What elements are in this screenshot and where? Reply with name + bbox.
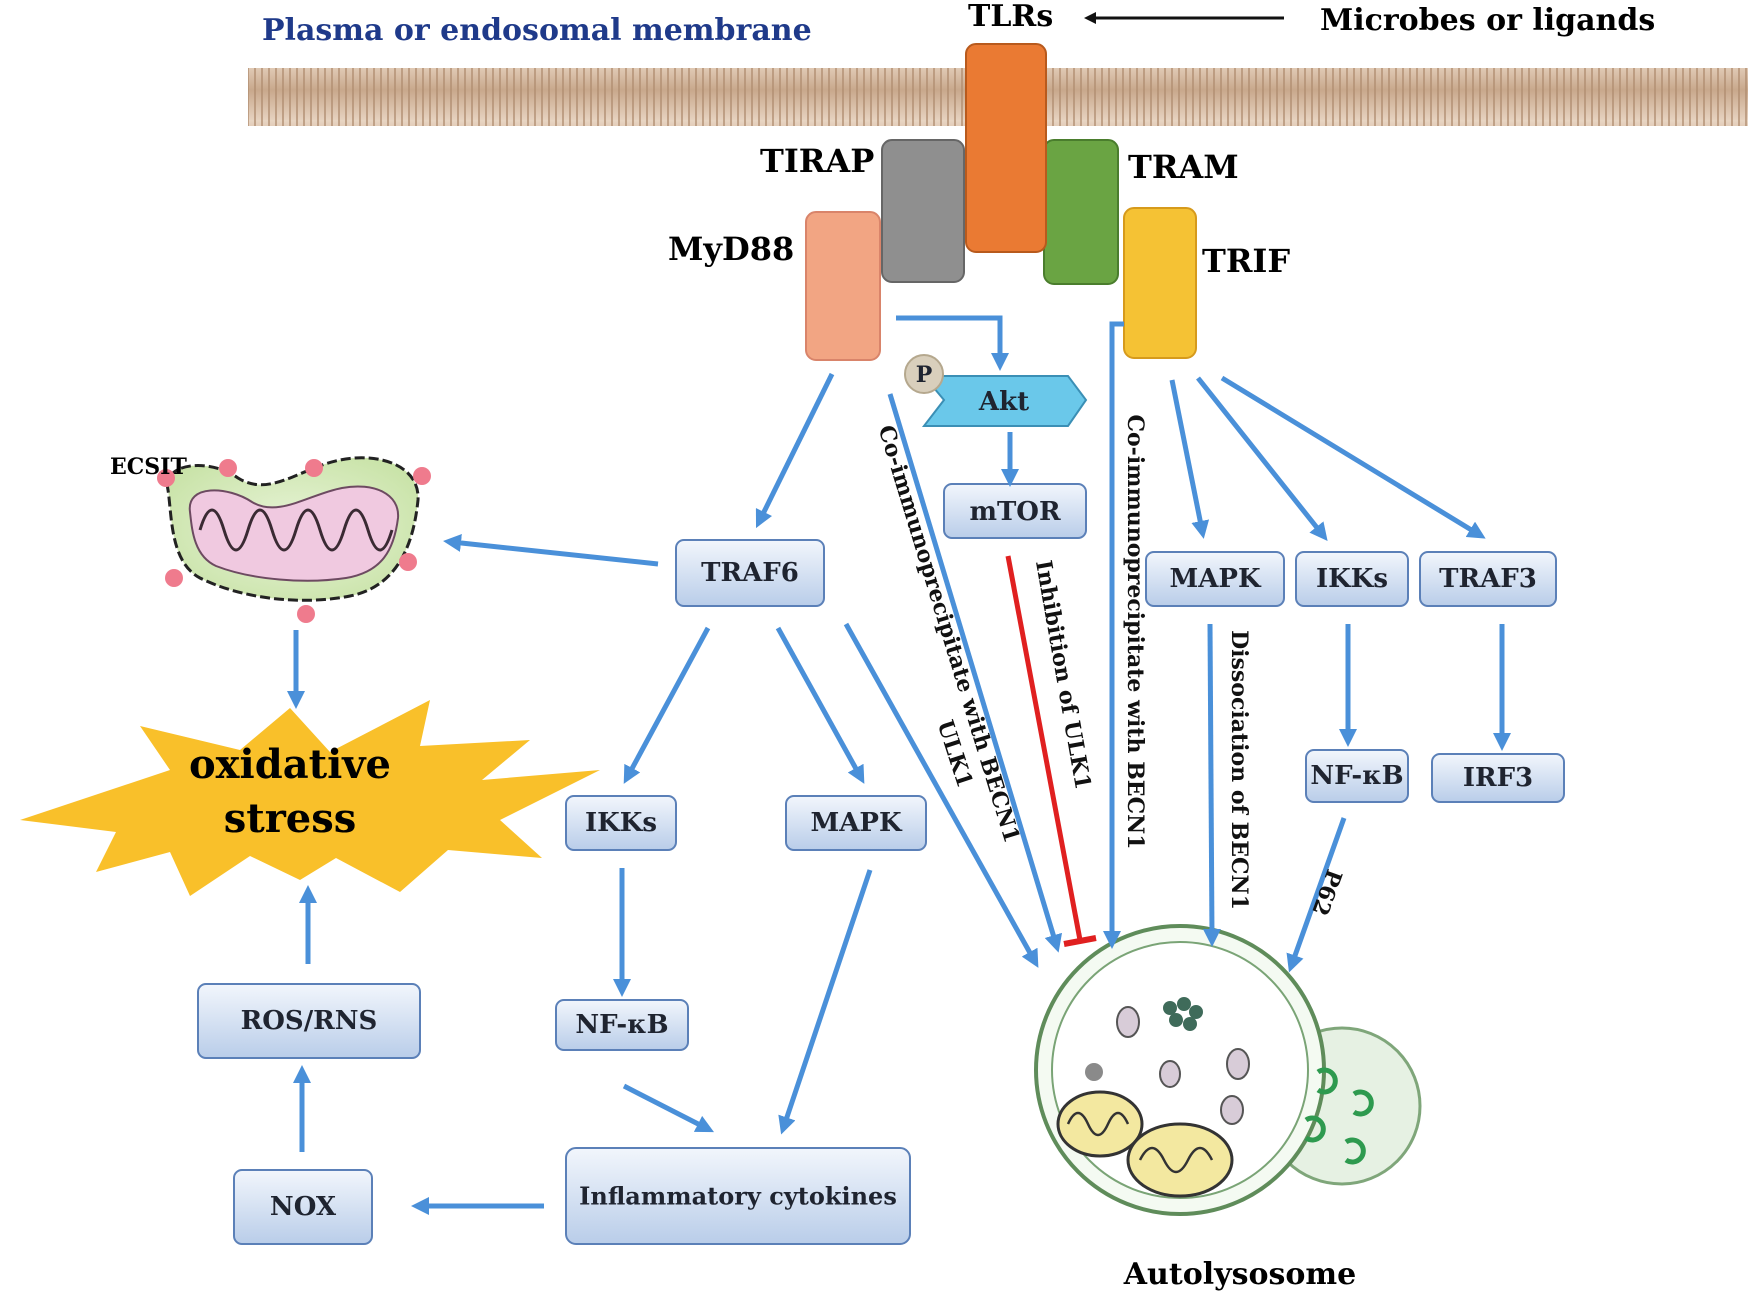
phospho-label: P xyxy=(916,362,933,388)
nox-label: NOX xyxy=(270,1192,337,1222)
inflammatory-label: Inflammatory cytokines xyxy=(579,1182,897,1211)
mapk-right-label: MAPK xyxy=(1169,564,1262,594)
membrane-label: Plasma or endosomal membrane xyxy=(262,13,812,48)
autolysosome-label: Autolysosome xyxy=(1123,1257,1356,1292)
inhibition-ulk1-label: Inhibition of ULK1 xyxy=(1030,558,1096,791)
phospho-badge xyxy=(904,354,944,394)
mapk-left-box xyxy=(785,795,927,851)
ikks-right-box xyxy=(1295,551,1409,607)
ikks-left-box xyxy=(565,795,677,851)
rosrns-label: ROS/RNS xyxy=(241,1006,378,1036)
trif-block xyxy=(1123,207,1197,359)
myd88-block xyxy=(805,211,881,361)
nfkb-left-box xyxy=(555,999,689,1051)
traf3-box xyxy=(1419,551,1557,607)
trif-label: TRIF xyxy=(1202,242,1290,280)
microbes-label: Microbes or ligands xyxy=(1320,3,1655,38)
nfkb-right-box xyxy=(1305,749,1409,803)
autolysosome-graphic xyxy=(1034,924,1422,1216)
nox-box xyxy=(233,1169,373,1245)
ikks-left-label: IKKs xyxy=(585,808,657,838)
ecsit-label: ECSIT xyxy=(110,454,187,480)
dissociation-label: Dissociation of BECN1 xyxy=(1226,630,1252,910)
ikks-right-label: IKKs xyxy=(1316,564,1388,594)
myd88-label: MyD88 xyxy=(668,230,794,268)
akt-label: Akt xyxy=(978,387,1029,417)
inhibition-bar xyxy=(1063,935,1097,947)
tram-label: TRAM xyxy=(1128,148,1239,186)
traf6-box xyxy=(675,539,825,607)
nfkb-right-label: NF-κB xyxy=(1310,761,1403,791)
tram-block xyxy=(1043,139,1119,285)
arrows xyxy=(287,315,1511,1215)
oxidative-stress-line1: oxidative xyxy=(189,741,391,788)
oxidative-stress-line2: stress xyxy=(224,795,357,842)
akt-shape xyxy=(921,375,1088,427)
co-immuno-trif-label: Co-immunoprecipitate with BECN1 xyxy=(1122,415,1148,850)
irf3-box xyxy=(1431,753,1565,803)
rosrns-box xyxy=(197,983,421,1059)
nfkb-left-label: NF-κB xyxy=(575,1010,668,1040)
irf3-label: IRF3 xyxy=(1463,763,1533,793)
mtor-label: mTOR xyxy=(969,497,1061,527)
mitochondrion xyxy=(157,456,431,623)
mapk-right-box xyxy=(1145,551,1285,607)
p62-label: P62 xyxy=(1306,866,1347,919)
inflammatory-box xyxy=(565,1147,911,1245)
tlrs-label: TLRs xyxy=(968,0,1053,34)
tlr-receptor xyxy=(965,43,1047,253)
traf3-label: TRAF3 xyxy=(1439,564,1537,594)
inhibition-line xyxy=(1005,555,1083,941)
tirap-label: TIRAP xyxy=(760,142,874,180)
oxidative-stress-burst xyxy=(20,700,600,896)
mapk-left-label: MAPK xyxy=(810,808,903,838)
traf6-label: TRAF6 xyxy=(701,558,799,588)
tirap-block xyxy=(881,139,965,283)
